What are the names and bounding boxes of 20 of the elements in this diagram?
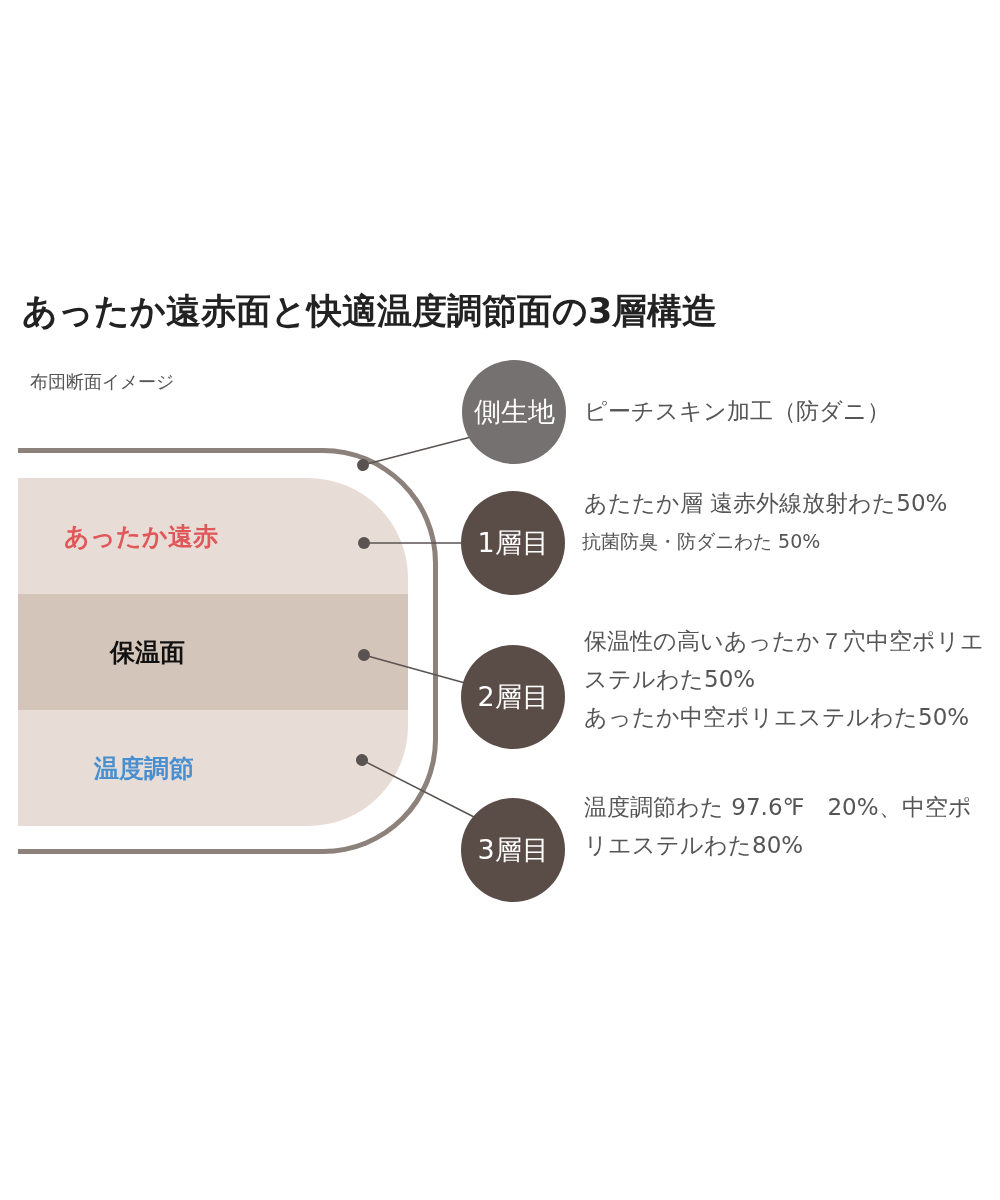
description-text: 抗菌防臭・防ダニわた 50% <box>582 529 822 554</box>
caption-label: 布団断面イメージ <box>30 370 174 394</box>
description-text: 温度調節わた 97.6℉ 20%、中空ポリエステルわた80% <box>584 793 973 860</box>
description-text: ピーチスキン加工（防ダニ） <box>584 397 891 426</box>
layer-badge: 2層目 <box>461 645 565 749</box>
layer-band <box>18 594 408 710</box>
title: あったか遠赤面と快適温度調節面の3層構造 <box>22 290 718 333</box>
description-text: あったか中空ポリエステルわた50% <box>584 703 971 732</box>
layer-name: 温度調節 <box>94 753 194 785</box>
layer-badge: 1層目 <box>461 491 565 595</box>
layer-badge: 側生地 <box>462 360 566 464</box>
layer-name: 保温面 <box>110 637 185 669</box>
description-text: あたたか層 遠赤外線放射わた50% <box>584 489 949 518</box>
layer-band <box>18 710 408 826</box>
leader-line <box>358 537 462 549</box>
layer-band <box>18 478 408 594</box>
description-text: 保温性の高いあったか７穴中空ポリエステルわた50% <box>584 627 985 694</box>
layer-badge: 3層目 <box>461 798 565 902</box>
fabric-outline <box>18 448 438 854</box>
layer-name: あったか遠赤 <box>64 521 218 553</box>
